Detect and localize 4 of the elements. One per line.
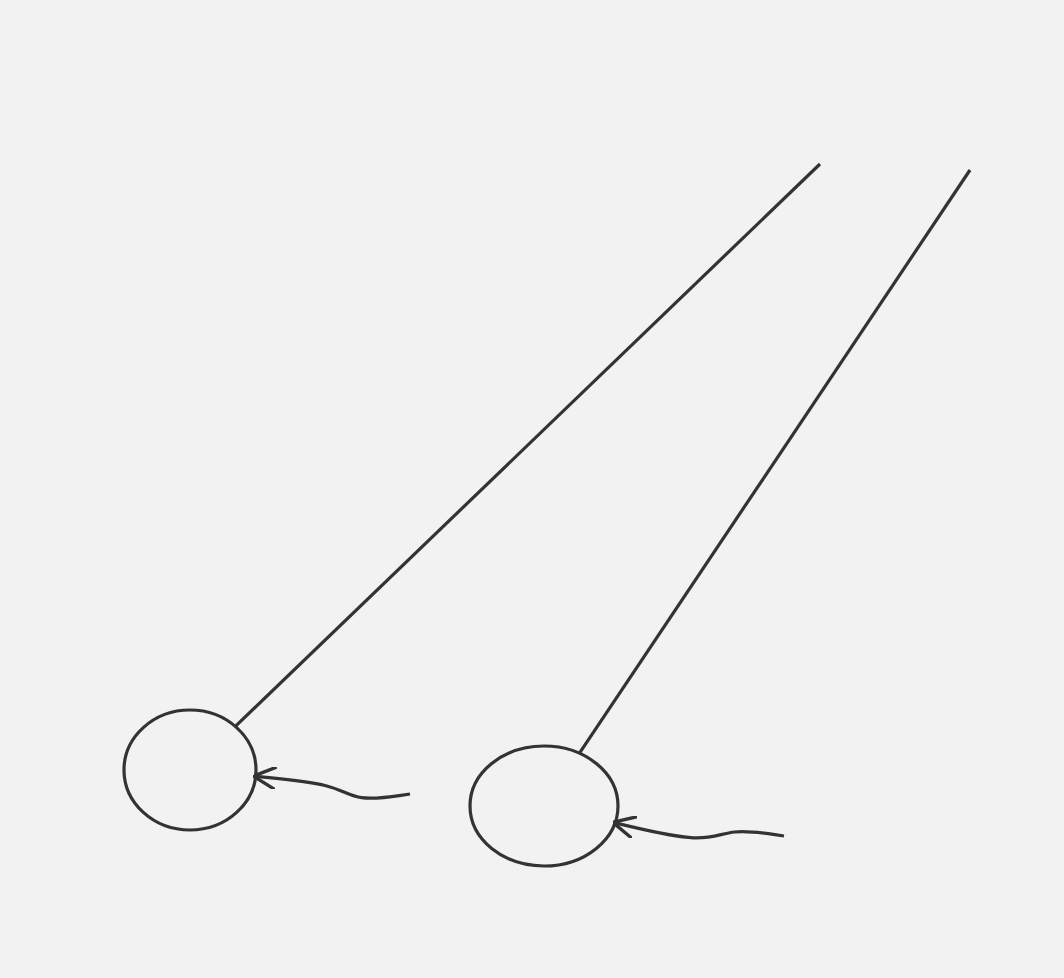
arrow (611, 814, 785, 841)
string-line (578, 169, 972, 755)
arrow (251, 765, 411, 800)
string-line (234, 162, 822, 728)
